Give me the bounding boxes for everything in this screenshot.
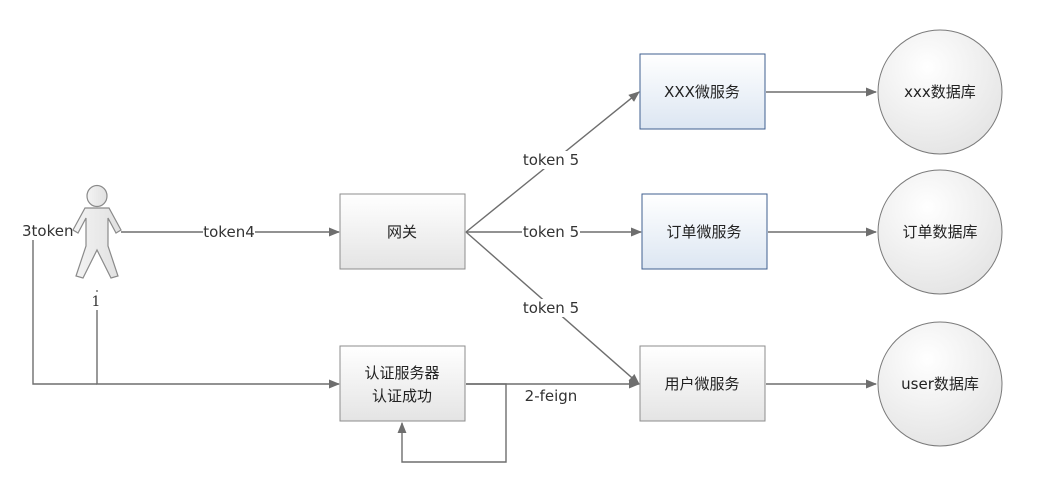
xxx-service-node[interactable]: XXX微服务 xyxy=(639,53,766,130)
label-token5-xxx: token 5 xyxy=(523,151,579,169)
xxx-service-label: XXX微服务 xyxy=(664,83,740,101)
label-step3-token: 3token xyxy=(22,222,74,240)
label-token4: token4 xyxy=(203,223,255,241)
order-service-node[interactable]: 订单微服务 xyxy=(641,193,768,270)
auth-server-label: 认证服务器 xyxy=(364,364,439,382)
label-token5-user: token 5 xyxy=(523,299,579,317)
edge-step1-to-auth xyxy=(96,290,341,389)
order-database-node[interactable]: 订单数据库 xyxy=(877,169,1003,295)
gateway-label: 网关 xyxy=(387,223,417,241)
edge-auth-self-loop xyxy=(397,383,507,463)
user-service-node[interactable]: 用户微服务 xyxy=(639,345,766,422)
xxx-database-label: xxx数据库 xyxy=(904,83,976,101)
user-service-label: 用户微服务 xyxy=(664,375,739,393)
label-token5-order: token 5 xyxy=(523,223,579,241)
user-database-node[interactable]: user数据库 xyxy=(877,321,1003,447)
user-actor-icon xyxy=(72,184,122,279)
gateway-node[interactable]: 网关 xyxy=(339,193,466,270)
auth-server-node[interactable]: 认证服务器 认证成功 xyxy=(339,345,466,422)
edges xyxy=(32,87,878,463)
user-database-label: user数据库 xyxy=(901,375,979,393)
label-step1: 1 xyxy=(92,294,101,310)
order-service-label: 订单微服务 xyxy=(666,223,741,241)
auth-success-label: 认证成功 xyxy=(372,387,432,405)
edge-labels: token4 token 5 token 5 token 5 2-feign 1… xyxy=(20,151,582,405)
xxx-database-node[interactable]: xxx数据库 xyxy=(877,29,1003,155)
label-feign: 2-feign xyxy=(525,387,578,405)
edge-step3-return xyxy=(32,240,97,385)
order-database-label: 订单数据库 xyxy=(902,223,977,241)
